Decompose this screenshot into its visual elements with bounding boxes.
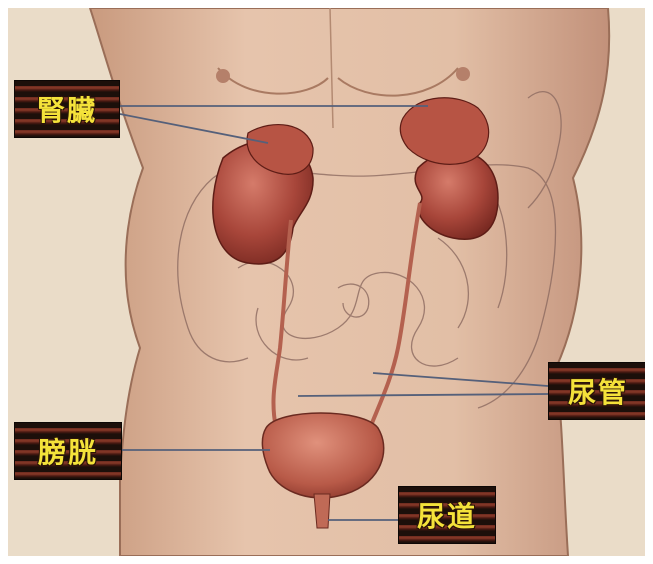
label-bladder: 膀胱 (14, 422, 122, 480)
label-bladder-text: 膀胱 (38, 431, 98, 471)
label-urethra: 尿道 (398, 486, 496, 544)
label-urethra-text: 尿道 (417, 495, 477, 535)
label-ureter: 尿管 (548, 362, 645, 420)
label-kidney-text: 腎臟 (37, 89, 97, 129)
label-kidney: 腎臟 (14, 80, 120, 138)
diagram-frame: 腎臟 尿管 膀胱 尿道 (8, 8, 645, 556)
urethra (314, 494, 330, 528)
label-ureter-text: 尿管 (568, 371, 628, 411)
